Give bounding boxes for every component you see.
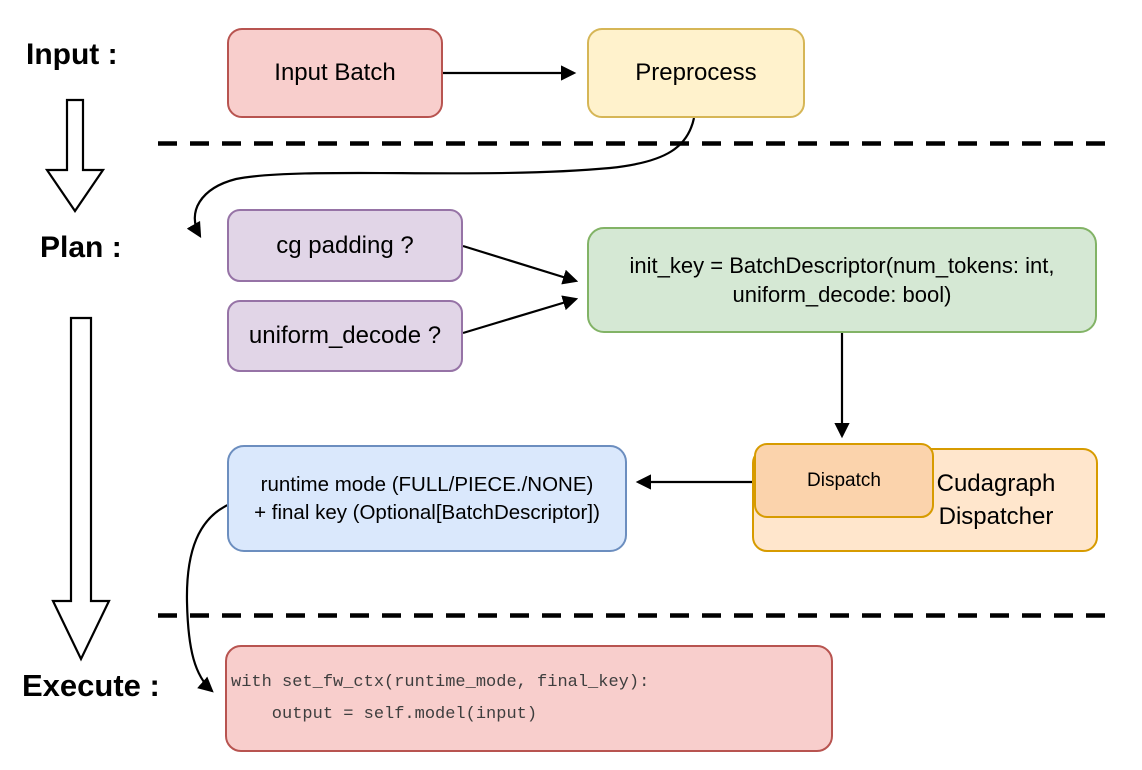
node-cudagraph-dispatcher-line2: Dispatcher — [938, 503, 1054, 530]
node-runtime-mode: runtime mode (FULL/PIECE./NONE) + final … — [227, 445, 627, 552]
node-execute-code-line2: output = self.model(input) — [231, 704, 538, 724]
node-dispatch-label: Dispatch — [807, 469, 881, 491]
stage-label-execute: Execute : — [22, 668, 160, 703]
stage-arrow-plan-to-execute — [51, 316, 111, 662]
edge-runtimemode-to-executecode — [185, 501, 233, 693]
node-preprocess: Preprocess — [587, 28, 805, 118]
node-runtime-mode-line1: runtime mode (FULL/PIECE./NONE) — [260, 473, 594, 497]
edge-uniformdecode-to-initkey — [462, 295, 579, 335]
node-cg-padding: cg padding ? — [227, 209, 463, 282]
node-input-batch-label: Input Batch — [274, 59, 396, 87]
node-execute-code-line1: with set_fw_ctx(runtime_mode, final_key)… — [231, 673, 650, 693]
stage-label-input: Input : — [26, 38, 118, 71]
node-init-key: init_key = BatchDescriptor(num_tokens: i… — [587, 227, 1097, 333]
node-execute-code: with set_fw_ctx(runtime_mode, final_key)… — [225, 645, 833, 752]
edge-preprocess-to-cgpadding — [186, 117, 696, 238]
node-input-batch: Input Batch — [227, 28, 443, 118]
node-dispatch: Dispatch — [754, 443, 934, 518]
node-uniform-decode-label: uniform_decode ? — [248, 322, 442, 350]
node-init-key-line2: uniform_decode: bool) — [732, 282, 952, 307]
node-cudagraph-dispatcher-line1: Cudagraph — [936, 469, 1056, 497]
stage-label-plan: Plan : — [40, 231, 122, 264]
node-preprocess-label: Preprocess — [635, 59, 757, 87]
edge-cgpadding-to-initkey — [462, 244, 579, 285]
node-cg-padding-label: cg padding ? — [276, 231, 414, 259]
node-init-key-line1: init_key = BatchDescriptor(num_tokens: i… — [629, 252, 1055, 278]
node-uniform-decode: uniform_decode ? — [227, 300, 463, 372]
node-runtime-mode-line2: + final key (Optional[BatchDescriptor]) — [254, 500, 600, 524]
stage-arrow-input-to-plan — [44, 98, 106, 213]
